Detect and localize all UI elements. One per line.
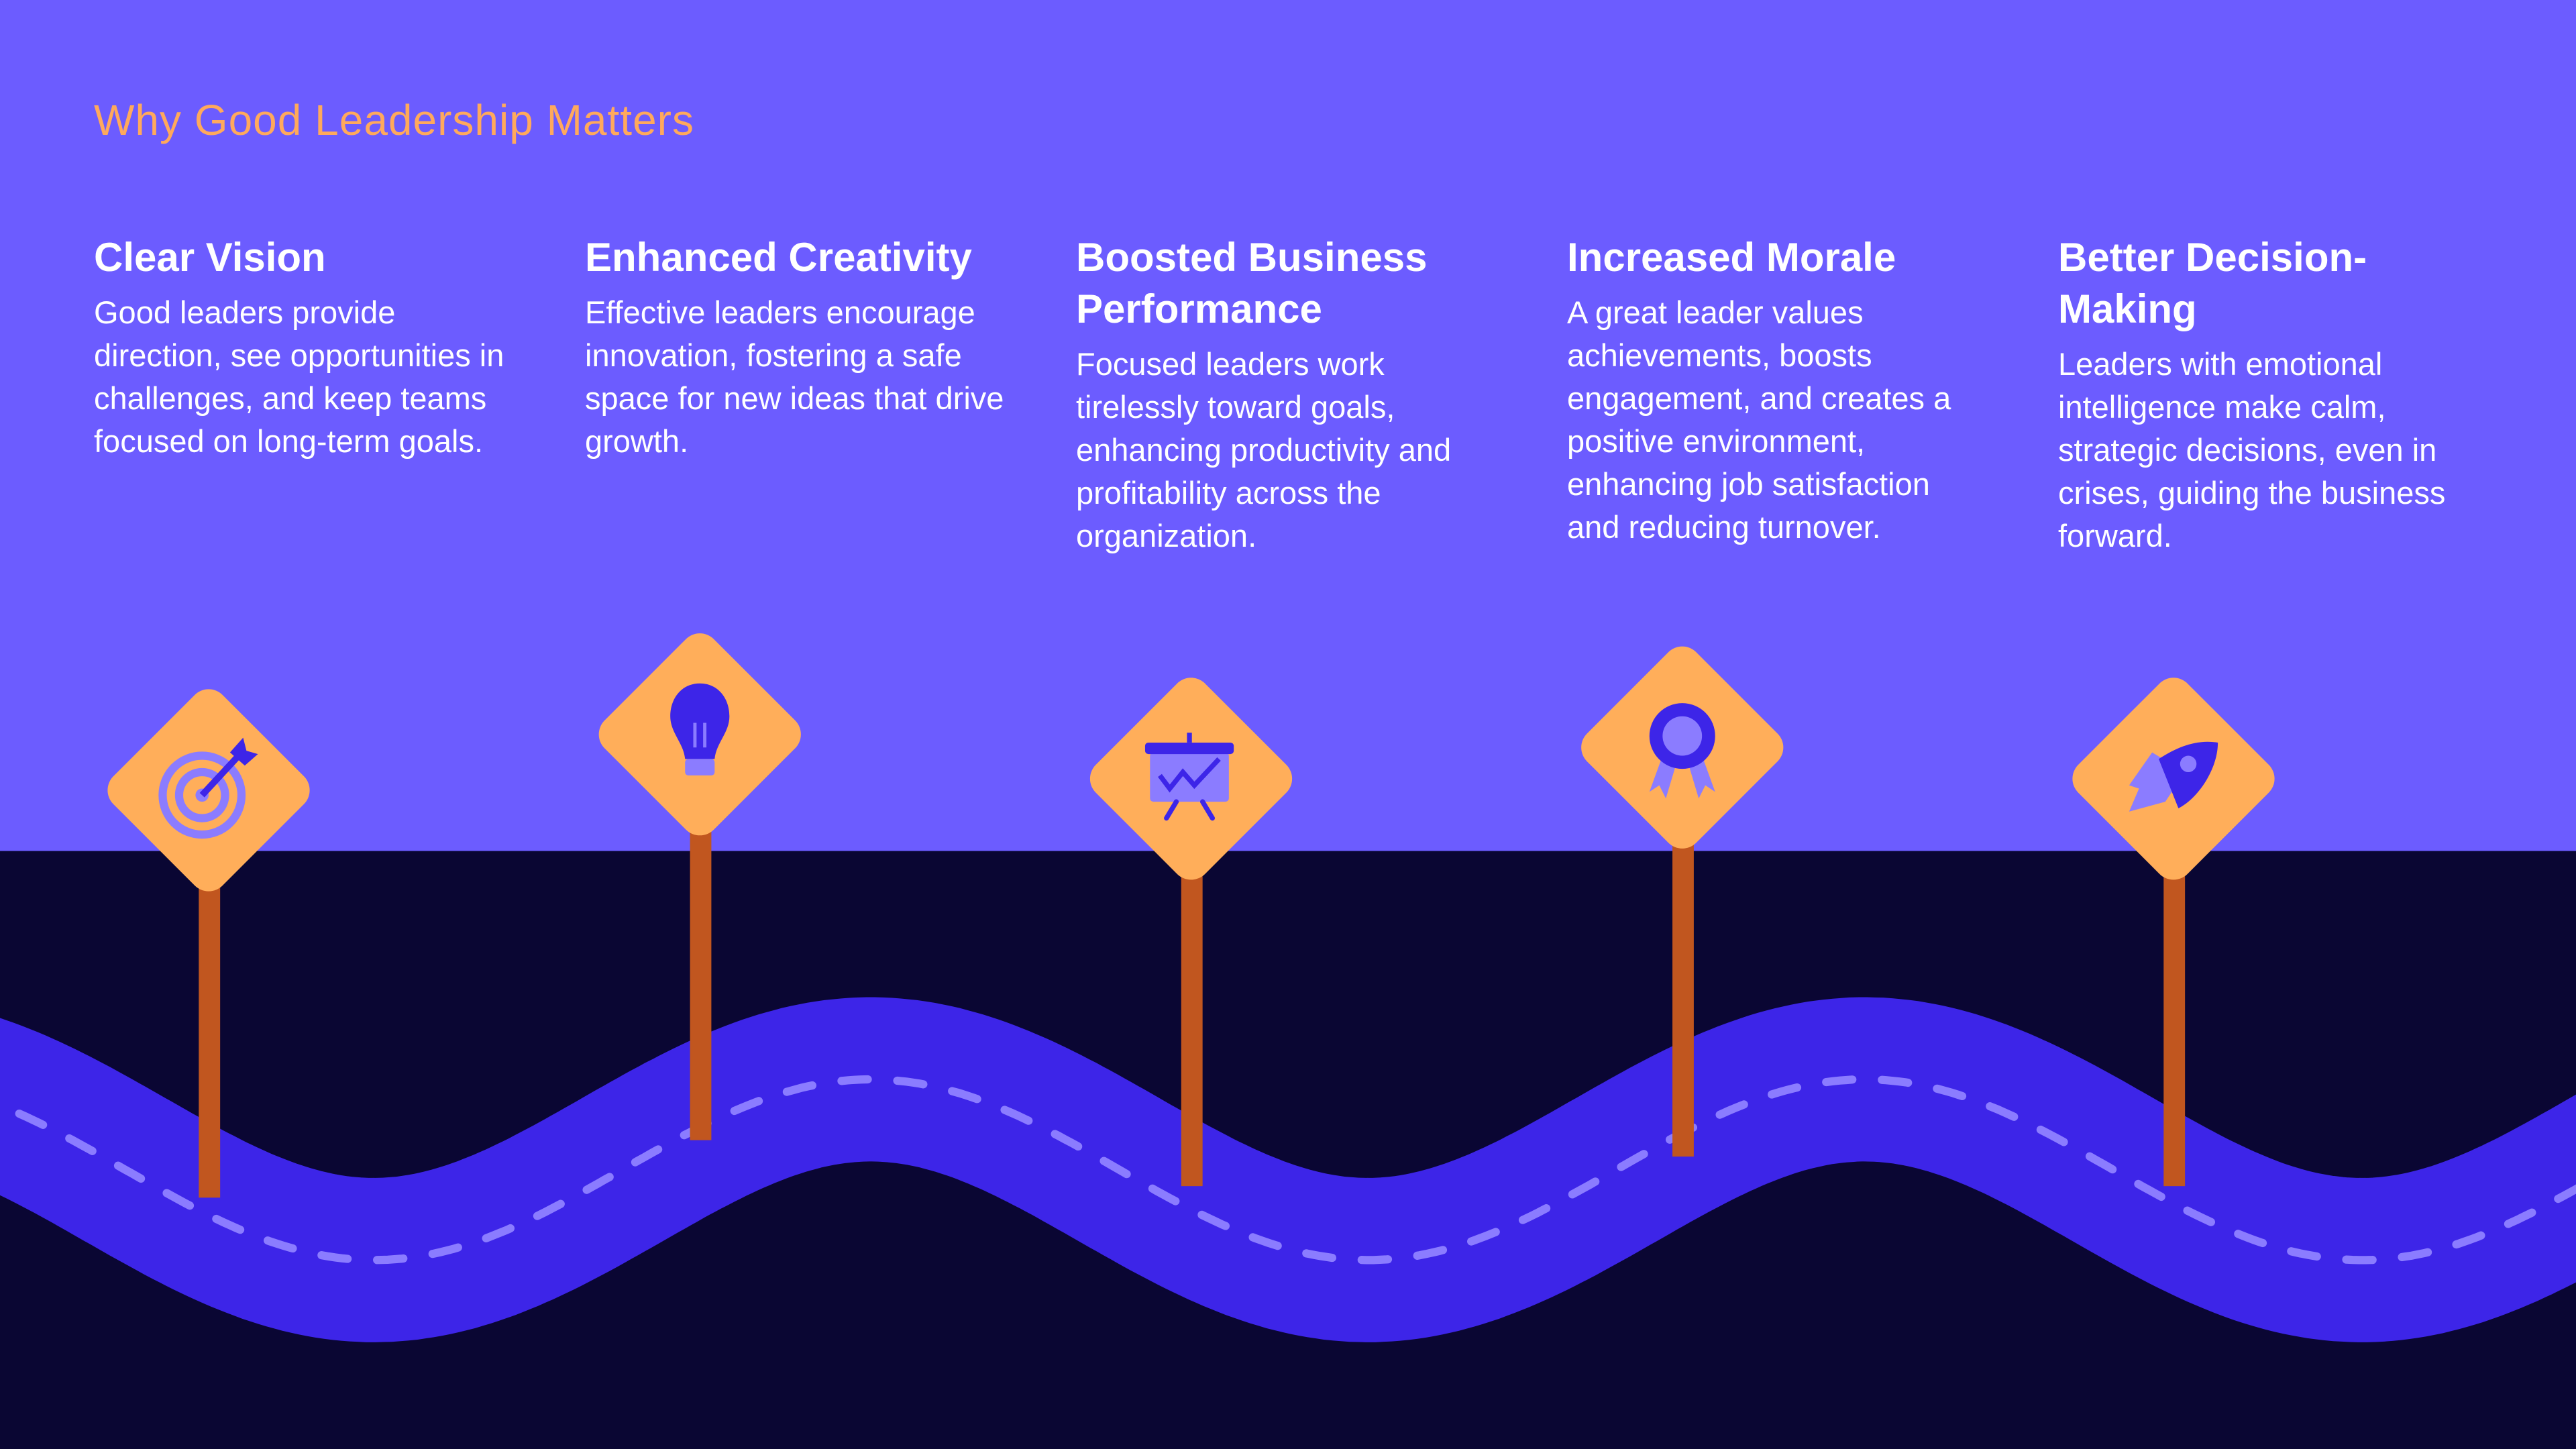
benefit-heading: Boosted Business Performance [1076, 235, 1428, 331]
sign-increased-morale [1581, 646, 1784, 1157]
benefit-heading: Better Decision-Making [2058, 235, 2367, 331]
sign-clear-vision [107, 689, 310, 1198]
benefit-text: Leaders with emotional intelligence make… [2058, 346, 2446, 553]
benefit-boosted-business-performance: Boosted Business Performance Focused lea… [1076, 231, 1479, 557]
rocket-icon [2129, 741, 2218, 812]
road-center-dashes [0, 1075, 2576, 1265]
benefit-clear-vision: Clear Vision Good leaders provide direct… [94, 231, 523, 463]
sign-boosted-business-performance [1089, 678, 1293, 1187]
target-icon [158, 737, 258, 839]
benefit-increased-morale: Increased Morale A great leader values a… [1567, 231, 1983, 549]
benefit-text: A great leader values achievements, boos… [1567, 294, 1951, 545]
benefit-text: Effective leaders encourage innovation, … [585, 294, 1004, 459]
sign-enhanced-creativity [598, 633, 801, 1140]
benefit-text: Good leaders provide direction, see oppo… [94, 294, 504, 459]
award-ribbon-icon [1649, 703, 1715, 799]
benefit-text: Focused leaders work tirelessly toward g… [1076, 346, 1452, 553]
benefit-enhanced-creativity: Enhanced Creativity Effective leaders en… [585, 231, 1014, 463]
benefit-heading: Increased Morale [1567, 235, 1896, 280]
presentation-chart-icon [1144, 733, 1234, 821]
sign-better-decision-making [2072, 678, 2275, 1187]
benefit-heading: Clear Vision [94, 235, 326, 280]
benefit-heading: Enhanced Creativity [585, 235, 972, 280]
benefit-better-decision-making: Better Decision-Making Leaders with emot… [2058, 231, 2461, 557]
page-title: Why Good Leadership Matters [94, 96, 694, 144]
lightbulb-icon [670, 683, 730, 775]
